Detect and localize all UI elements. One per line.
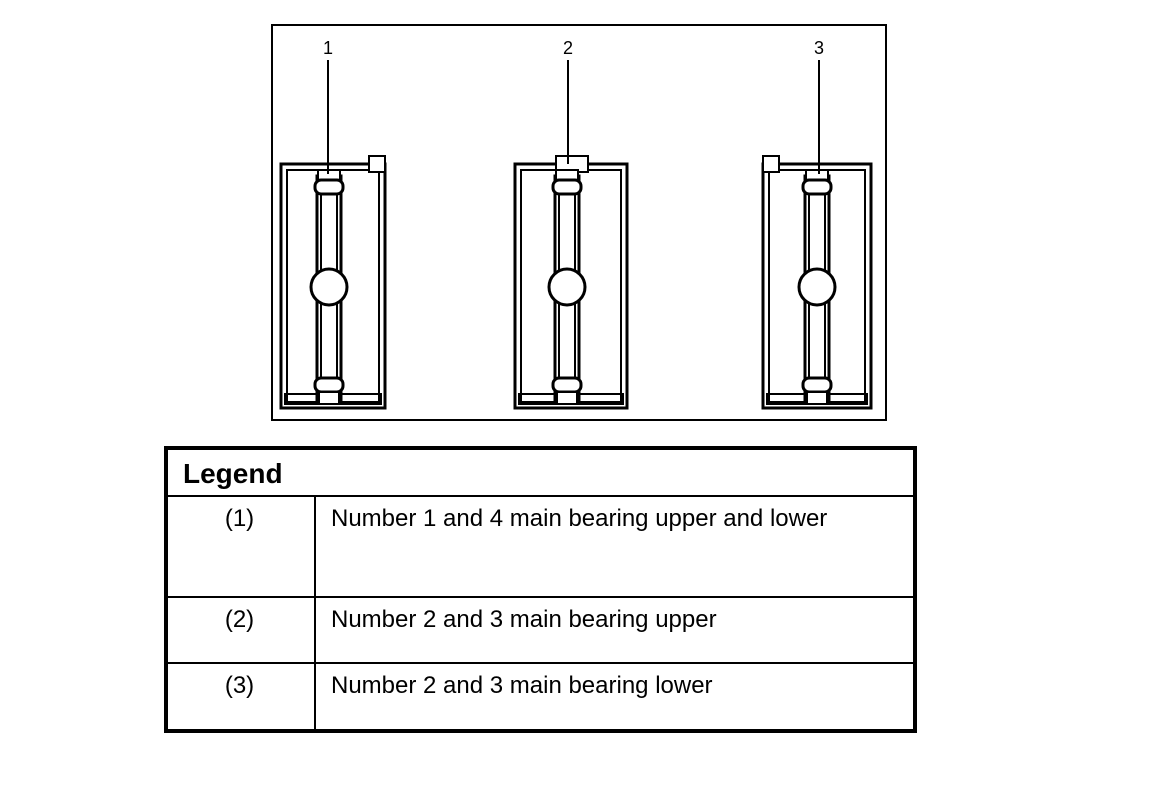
legend-row: (2) Number 2 and 3 main bearing upper [165, 596, 916, 664]
legend-row: (3) Number 2 and 3 main bearing lower [165, 662, 916, 732]
legend-description: Number 2 and 3 main bearing upper [314, 596, 916, 664]
callout-3: 3 [814, 38, 824, 58]
bearing-illustration: 1 2 3 [271, 24, 887, 421]
bearing-drawing: 1 2 3 [279, 38, 873, 410]
bearing-2 [513, 155, 629, 410]
legend-row: (1) Number 1 and 4 main bearing upper an… [165, 495, 916, 598]
callout-2: 2 [563, 38, 573, 58]
callout-1: 1 [323, 38, 333, 58]
legend-title: Legend [165, 447, 916, 497]
legend-description: Number 2 and 3 main bearing lower [314, 662, 916, 732]
legend-description: Number 1 and 4 main bearing upper and lo… [314, 495, 916, 598]
legend-number: (1) [165, 495, 316, 598]
bearing-1 [279, 155, 387, 410]
bearing-3 [761, 155, 873, 410]
legend-table: Legend (1) Number 1 and 4 main bearing u… [164, 446, 917, 733]
legend-number: (2) [165, 596, 316, 664]
legend-header-row: Legend [165, 447, 916, 497]
legend-number: (3) [165, 662, 316, 732]
